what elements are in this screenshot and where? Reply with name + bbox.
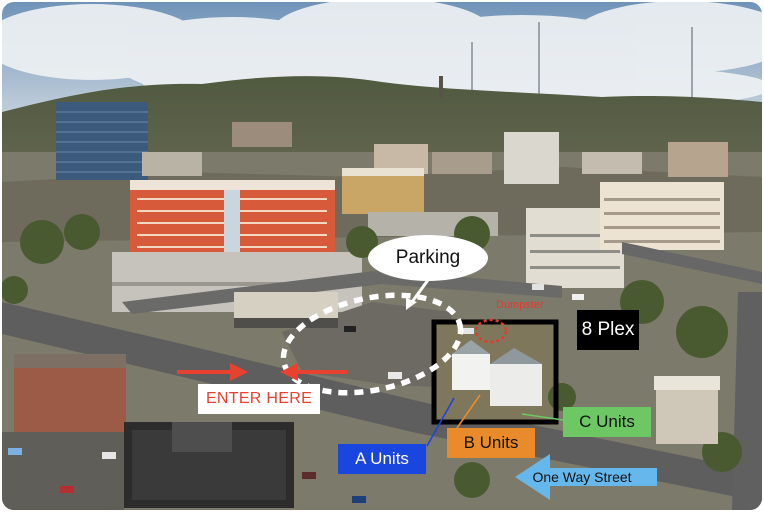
bottom-right-building [656,386,718,444]
cars [8,284,584,503]
b-units-label: B Units [447,428,535,458]
yellow-building [342,174,424,214]
enter-arrow-right [177,363,248,381]
parking-dotted-outline [280,292,464,396]
c-units-label: C Units [563,407,651,437]
office-buildings-right [526,182,724,288]
dumpster-label: Dumpster [496,299,544,311]
eight-plex-label: 8 Plex [577,310,639,350]
statue-pillar [439,76,443,98]
bottom-left-buildings [2,354,294,510]
enter-here-label: ENTER HERE [198,384,320,414]
a-units-label: A Units [338,444,426,474]
trees [2,214,742,498]
c-units-pointer [521,413,564,421]
distant-buildings [56,102,728,184]
one-way-street-label: One Way Street [532,469,632,485]
orange-building [130,180,335,256]
one-way-arrow-left [515,454,657,500]
eight-plex-outline [431,319,559,425]
a-units-pointer [426,397,455,447]
white-apartments [452,340,542,406]
enter-arrow-left [280,363,347,381]
dumpster-dotted-circle [474,318,508,344]
parking-pointer-arrow [406,279,430,310]
b-units-pointer [456,394,481,429]
parking-label: Parking [368,235,488,281]
